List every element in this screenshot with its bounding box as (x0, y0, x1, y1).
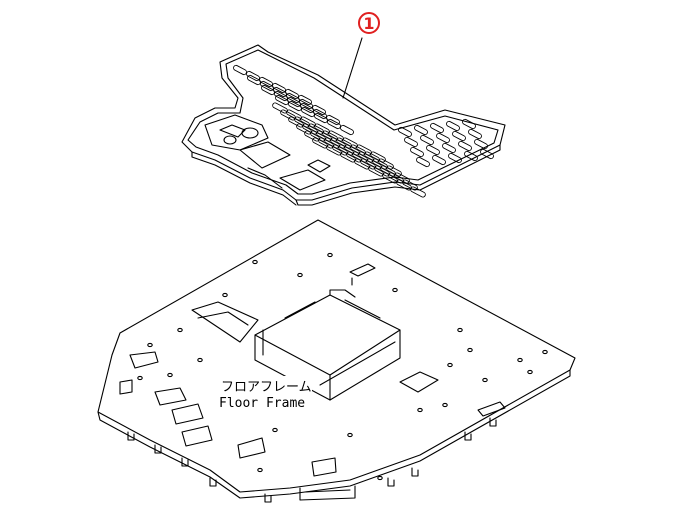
mat-slot (410, 186, 426, 198)
mat-slot (480, 148, 494, 160)
frame-tab (127, 431, 135, 441)
floor-frame-label-en: Floor Frame (219, 396, 305, 411)
mounting-hole (457, 327, 463, 333)
mat-slot (430, 122, 444, 134)
mounting-hole (447, 362, 453, 368)
floor-frame-label-jp: フロアフレーム (221, 380, 312, 395)
mat-slot (452, 130, 466, 142)
frame-tab (154, 444, 162, 454)
mat-slot (474, 138, 488, 150)
mat-slot (462, 118, 476, 130)
mat-slot (432, 154, 446, 166)
mat-slot (458, 140, 472, 152)
center-box (254, 294, 401, 376)
mounting-hole (257, 467, 263, 473)
mat-slot (233, 64, 247, 76)
mat-slot (410, 146, 424, 158)
mounting-hole (527, 369, 533, 375)
mounting-hole (137, 375, 143, 381)
frame-tab (464, 431, 472, 441)
mat-slot (414, 124, 428, 136)
mounting-hole (392, 287, 398, 293)
frame-tab (181, 457, 189, 467)
mounting-hole (542, 349, 548, 355)
callout-1-circle (358, 12, 380, 34)
mounting-hole (347, 432, 353, 438)
mat-slot (398, 126, 412, 138)
mounting-hole (327, 252, 333, 258)
mat-slot (416, 156, 430, 168)
mounting-hole (467, 347, 473, 353)
frame-tab (411, 467, 419, 477)
mat-slot (464, 150, 478, 162)
mounting-hole (167, 372, 173, 378)
mat-slot (326, 114, 340, 126)
mat-slot (448, 152, 462, 164)
mounting-hole (252, 259, 258, 265)
floor-frame (97, 219, 576, 503)
mat-slot (436, 132, 450, 144)
mat-slot (272, 102, 288, 114)
mat-slot (298, 94, 312, 106)
frame-tab (387, 477, 395, 487)
callout-leader-line (342, 37, 363, 99)
mounting-hole (222, 292, 228, 298)
mounting-hole (482, 377, 488, 383)
frame-tab (264, 493, 272, 503)
mounting-hole (177, 327, 183, 333)
mounting-hole (197, 357, 203, 363)
mat-slot (312, 104, 326, 116)
mat-slot (468, 128, 482, 140)
mat-slot (442, 142, 456, 154)
mat-slot (404, 136, 418, 148)
mounting-hole (442, 402, 448, 408)
mounting-hole (417, 407, 423, 413)
frame-tab (489, 417, 497, 427)
mat-slot (426, 144, 440, 156)
floor-mat-slots (233, 64, 494, 198)
mounting-hole (297, 272, 303, 278)
mat-slot (340, 124, 354, 136)
mounting-hole (517, 357, 523, 363)
mounting-hole (377, 475, 383, 481)
mounting-hole (272, 427, 278, 433)
callout-1[interactable]: 1 (358, 12, 380, 34)
frame-tab (209, 477, 217, 487)
callout-1-number: 1 (363, 14, 374, 33)
mounting-hole (147, 342, 153, 348)
floor-mat (181, 44, 506, 206)
mat-slot (446, 120, 460, 132)
mat-slot (420, 134, 434, 146)
